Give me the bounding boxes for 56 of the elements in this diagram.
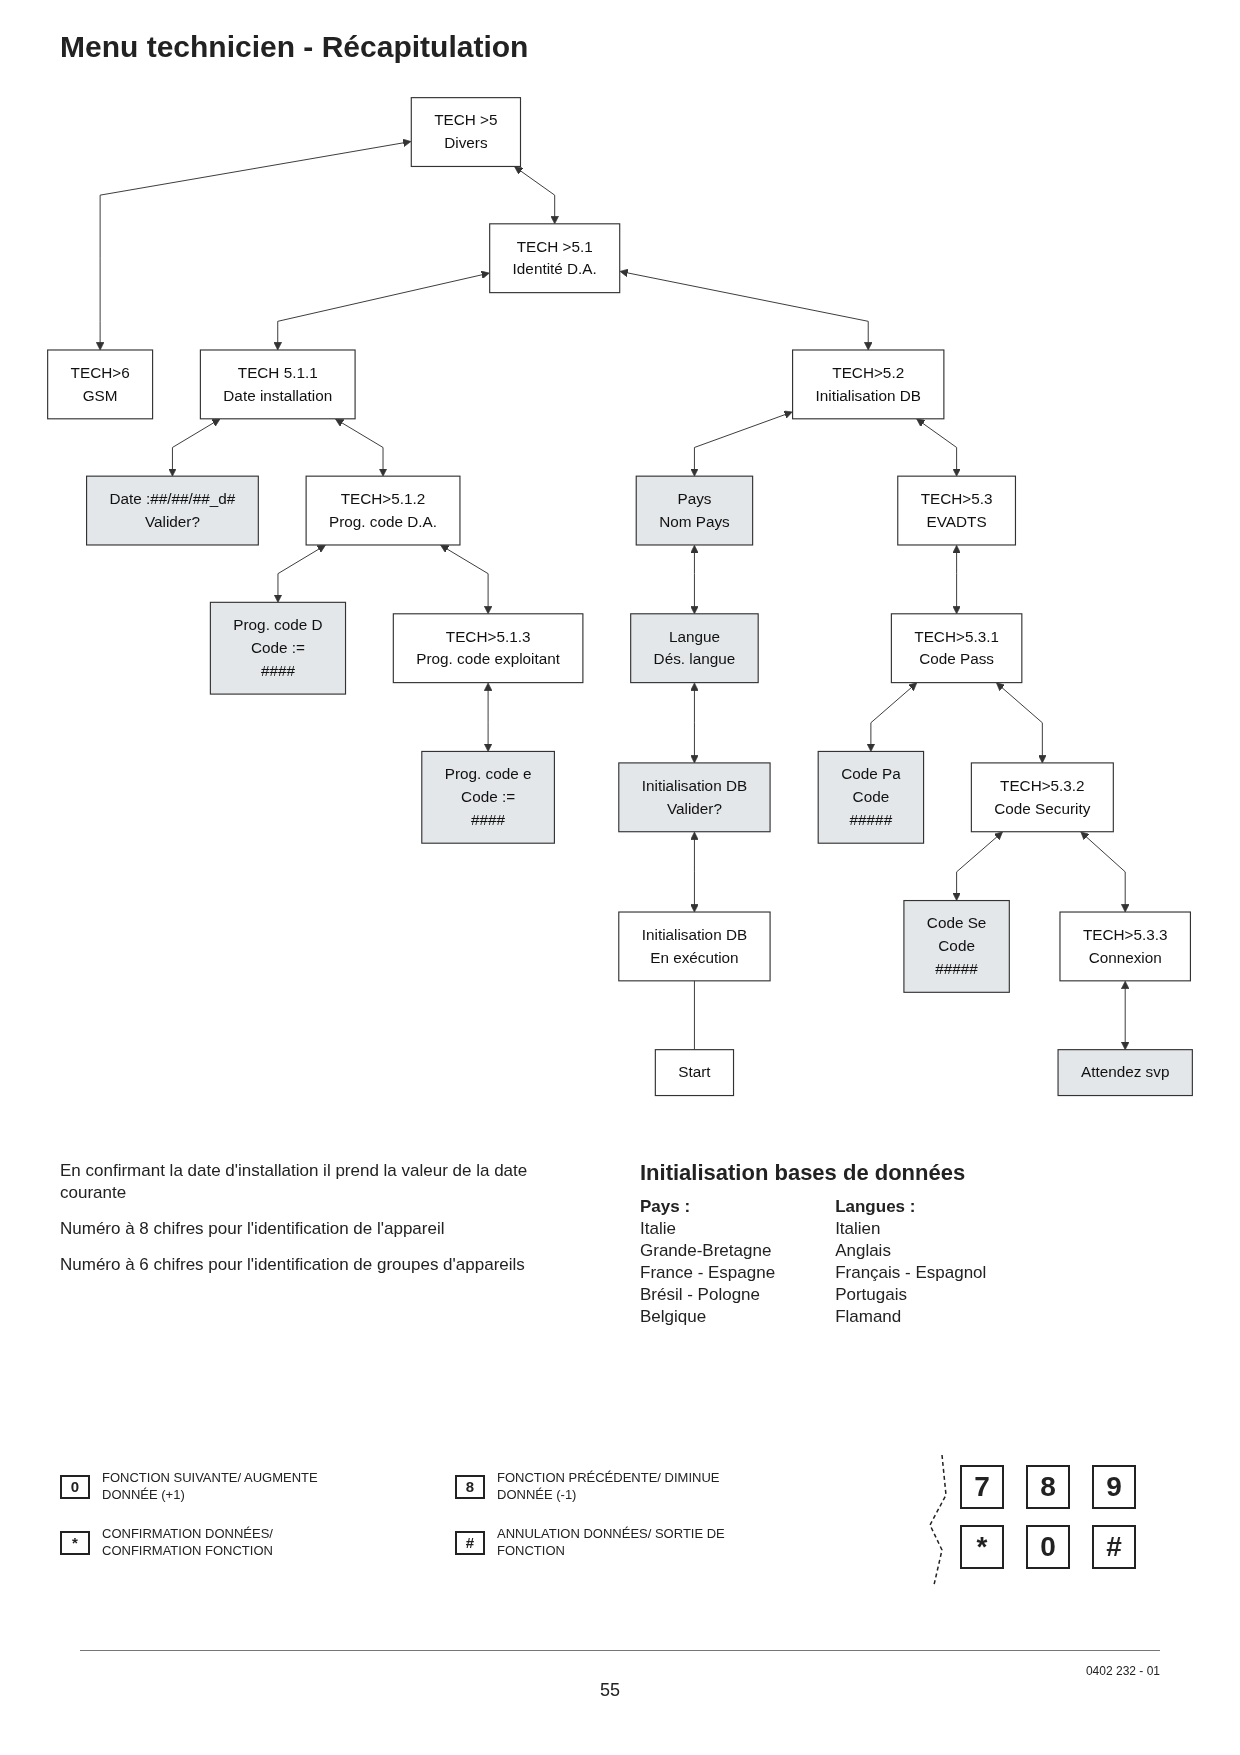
keycap: * bbox=[60, 1530, 90, 1555]
connector bbox=[693, 980, 695, 1051]
node-box: TECH>5.1.3 Prog. code exploitant bbox=[392, 613, 584, 684]
node-box: Code Pa Code ##### bbox=[817, 750, 925, 844]
node-box: Attendez svp bbox=[1057, 1049, 1193, 1097]
list-item: Belgique bbox=[640, 1306, 707, 1329]
node-box: Langue Dés. langue bbox=[630, 613, 759, 684]
node-box: TECH>5.3 EVADTS bbox=[897, 475, 1017, 546]
keycap: 9 bbox=[1092, 1465, 1136, 1509]
legend-text: ANNULATION DONNÉES/ SORTIE DE FONCTION bbox=[497, 1525, 726, 1560]
list-item: Portugais bbox=[835, 1284, 907, 1307]
node-box: Prog. code e Code := #### bbox=[421, 750, 555, 844]
node-box: TECH >5 Divers bbox=[410, 97, 522, 168]
keycap: 8 bbox=[1026, 1465, 1070, 1509]
list-item: Flamand bbox=[835, 1306, 902, 1329]
note-text: Numéro à 6 chifres pour l'identification de groupes d'appareils bbox=[60, 1254, 526, 1277]
node-box: TECH>5.1.2 Prog. code D.A. bbox=[305, 475, 461, 546]
list-item: Italie bbox=[640, 1218, 676, 1241]
list-heading: Pays : bbox=[640, 1196, 691, 1218]
legend-text: FONCTION SUIVANTE/ AUGMENTE DONNÉE (+1) bbox=[102, 1470, 319, 1504]
section-heading: Initialisation bases de données bbox=[640, 1160, 967, 1186]
node-box: TECH>5.3.2 Code Security bbox=[970, 762, 1114, 833]
keycap: 8 bbox=[455, 1474, 485, 1499]
list-item: Italien bbox=[835, 1218, 881, 1241]
list-item: Français - Espagnol bbox=[835, 1262, 987, 1285]
node-box: Initialisation DB En exécution bbox=[618, 911, 771, 982]
legend-text: CONFIRMATION DONNÉES/ CONFIRMATION FONCTION bbox=[102, 1525, 274, 1560]
keycap: 0 bbox=[1026, 1525, 1070, 1569]
note-text: En confirmant la date d'installation il prend la valeur de la date courante bbox=[60, 1160, 529, 1205]
node-box: TECH 5.1.1 Date installation bbox=[199, 349, 356, 420]
note-text: Numéro à 8 chifres pour l'identification de l'appareil bbox=[60, 1218, 446, 1241]
list-item: Brésil - Pologne bbox=[640, 1284, 760, 1307]
node-box: Start bbox=[654, 1049, 735, 1097]
keycap: # bbox=[1092, 1525, 1136, 1569]
node-box: TECH>5.2 Initialisation DB bbox=[792, 349, 945, 420]
keycap: 7 bbox=[960, 1465, 1004, 1509]
list-item: Grande-Bretagne bbox=[640, 1240, 772, 1263]
node-box: Initialisation DB Valider? bbox=[618, 762, 771, 833]
node-box: Code Se Code ##### bbox=[903, 899, 1010, 993]
legend-text: FONCTION PRÉCÉDENTE/ DIMINUE DONNÉE (-1) bbox=[497, 1470, 721, 1504]
page-number: 55 bbox=[600, 1680, 621, 1701]
node-box: TECH>5.3.3 Connexion bbox=[1059, 911, 1191, 982]
keycap: # bbox=[455, 1530, 485, 1555]
list-heading: Langues : bbox=[835, 1196, 916, 1218]
node-box: TECH>6 GSM bbox=[47, 349, 154, 420]
node-box: Date :##/##/##_d# Valider? bbox=[86, 475, 259, 546]
node-box: TECH>5.3.1 Code Pass bbox=[890, 613, 1023, 684]
node-box: TECH >5.1 Identité D.A. bbox=[489, 223, 621, 294]
keycap: * bbox=[960, 1525, 1004, 1569]
list-item: France - Espagne bbox=[640, 1262, 776, 1285]
diagram-title: Menu technicien - Récapitulation bbox=[60, 30, 529, 64]
document-number: 0402 232 - 01 bbox=[1085, 1664, 1160, 1678]
node-box: Prog. code D Code := #### bbox=[209, 601, 347, 695]
list-item: Anglais bbox=[835, 1240, 891, 1263]
keycap: 0 bbox=[60, 1474, 90, 1499]
node-box: Pays Nom Pays bbox=[635, 475, 754, 546]
